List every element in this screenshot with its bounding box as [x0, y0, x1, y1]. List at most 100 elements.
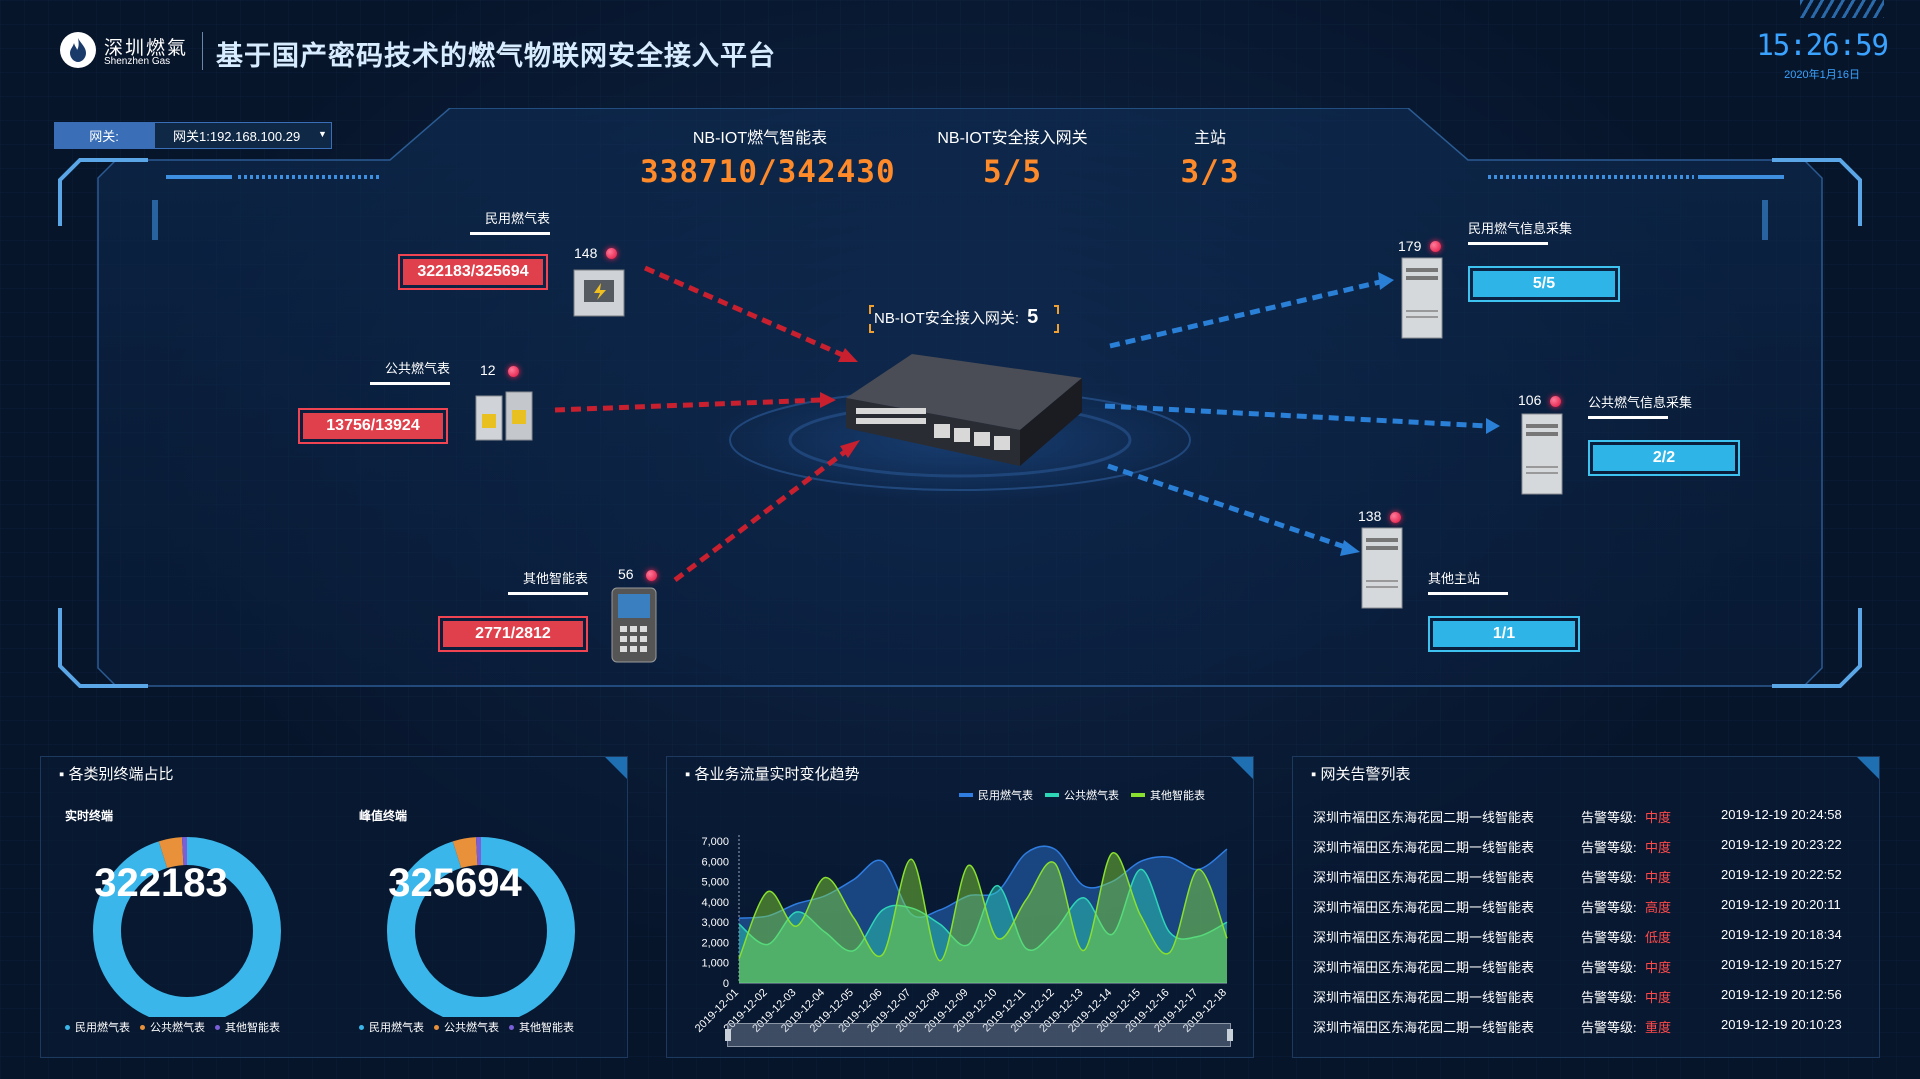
- outbound-arrows: [1104, 279, 1489, 551]
- legend-marker: [434, 1024, 439, 1030]
- server-icon: [1521, 413, 1563, 495]
- inbound-arrows: [554, 265, 852, 582]
- slider-handle-left[interactable]: [725, 1029, 731, 1041]
- donut-realtime: [93, 837, 281, 1017]
- device-label: 其他主站: [1428, 571, 1481, 586]
- stat-master: 主站 3/3: [1150, 124, 1270, 190]
- device-value: 1/1: [1433, 621, 1575, 647]
- value-box: 322183/325694: [398, 254, 548, 290]
- panel-corner-decoration: [605, 757, 627, 779]
- center-gateway-label: NB-IOT安全接入网关:: [874, 310, 1019, 327]
- device-value: 13756/13924: [303, 413, 443, 439]
- label-underline: [508, 592, 588, 595]
- value-box: 2771/2812: [438, 616, 588, 652]
- donut-charts: [93, 837, 575, 1017]
- legend-item: 公共燃气表: [434, 1019, 499, 1035]
- status-dot-icon: [508, 366, 519, 377]
- donut-peak: [387, 837, 575, 1017]
- legend-marker: [359, 1024, 364, 1030]
- header-divider: [202, 32, 203, 70]
- y-tick-label: 6,000: [701, 856, 729, 868]
- donut-legend-left: 民用燃气表 公共燃气表 其他智能表: [65, 1019, 280, 1035]
- legend-item: 民用燃气表: [359, 1019, 424, 1035]
- panel-corner-decoration: [1231, 757, 1253, 779]
- donut-legend-right: 民用燃气表 公共燃气表 其他智能表: [359, 1019, 574, 1035]
- network-diagram: [475, 257, 1563, 663]
- value-box: 5/5: [1468, 266, 1620, 302]
- terminal-ratio-panel: ▪ 各类别终端占比 实时终端 峰值终端 322183 325694 民用燃气表 …: [40, 756, 628, 1058]
- center-bracket: [869, 305, 1059, 333]
- device-count: 138: [1358, 508, 1382, 524]
- label-underline: [470, 232, 550, 235]
- panel-title: ▪ 网关告警列表: [1311, 766, 1411, 783]
- left-device-group: 民用燃气表: [470, 208, 550, 235]
- legend-marker: [215, 1024, 220, 1030]
- label-underline: [1588, 416, 1668, 419]
- value-box: 1/1: [1428, 616, 1580, 652]
- panel-corner-decoration: [1857, 757, 1879, 779]
- series-area: [739, 852, 1227, 983]
- stat-label: 主站: [1193, 130, 1226, 147]
- y-tick-label: 3,000: [701, 917, 729, 929]
- donut-slice: [93, 837, 281, 1017]
- legend-item: 民用燃气表: [65, 1019, 130, 1035]
- device-value: 5/5: [1473, 271, 1615, 297]
- y-tick-label: 5,000: [701, 877, 729, 889]
- stat-value: 338710/342430: [640, 154, 896, 190]
- inbound-arrowheads: [820, 348, 860, 458]
- server-icon: [1361, 527, 1403, 609]
- flame-logo-icon: [60, 32, 96, 68]
- slider-handle-right[interactable]: [1227, 1029, 1233, 1041]
- device-value: 2771/2812: [443, 621, 583, 647]
- device-label: 民用燃气信息采集: [1468, 221, 1573, 236]
- peak-label: 峰值终端: [359, 809, 408, 823]
- handheld-device-icon: [611, 587, 657, 663]
- stat-label: NB-IOT安全接入网关: [937, 130, 1088, 147]
- logo-subtext: Shenzhen Gas: [104, 56, 171, 67]
- status-dot-icon: [1430, 241, 1441, 252]
- series-line: [738, 868, 1228, 952]
- device-count: 148: [574, 245, 598, 261]
- caret-down-icon[interactable]: ▼: [318, 129, 327, 139]
- y-tick-label: 2,000: [701, 937, 729, 949]
- outbound-arrowheads: [1340, 272, 1500, 556]
- stat-label: NB-IOT燃气智能表: [692, 130, 828, 147]
- series-line: [738, 845, 1228, 919]
- series-line: [738, 852, 1228, 962]
- logo-text: 深圳燃氣: [104, 38, 189, 59]
- device-label: 其他智能表: [522, 571, 588, 586]
- chart-zoom-slider[interactable]: [725, 1023, 1233, 1047]
- legend-marker: [959, 793, 973, 797]
- status-dot-icon: [1550, 396, 1561, 407]
- device-count: 106: [1518, 392, 1542, 408]
- device-count: 12: [480, 362, 496, 378]
- label-underline: [1468, 242, 1548, 245]
- y-tick-label: 7,000: [701, 836, 729, 848]
- left-device-group: 其他智能表: [508, 568, 588, 595]
- legend-item: 其他智能表: [215, 1019, 280, 1035]
- meter-device-icon: [573, 269, 625, 317]
- y-tick-label: 0: [723, 978, 729, 990]
- gateway-label: 网关:: [54, 122, 154, 149]
- center-gateway-caption: NB-IOT安全接入网关: 5: [874, 306, 1038, 329]
- server-icon: [1401, 257, 1443, 339]
- public-meter-device-icon: [475, 391, 533, 441]
- stat-meters: NB-IOT燃气智能表 338710/342430: [640, 124, 896, 190]
- gateway-select[interactable]: 网关1:192.168.100.29: [154, 122, 332, 149]
- legend-item: 公共燃气表: [1045, 787, 1119, 803]
- stat-value: 3/3: [1180, 154, 1240, 190]
- status-dot-icon: [606, 248, 617, 259]
- peak-value: 325694: [388, 861, 522, 905]
- device-label: 公共燃气信息采集: [1588, 395, 1693, 410]
- left-device-group: 公共燃气表: [370, 358, 450, 385]
